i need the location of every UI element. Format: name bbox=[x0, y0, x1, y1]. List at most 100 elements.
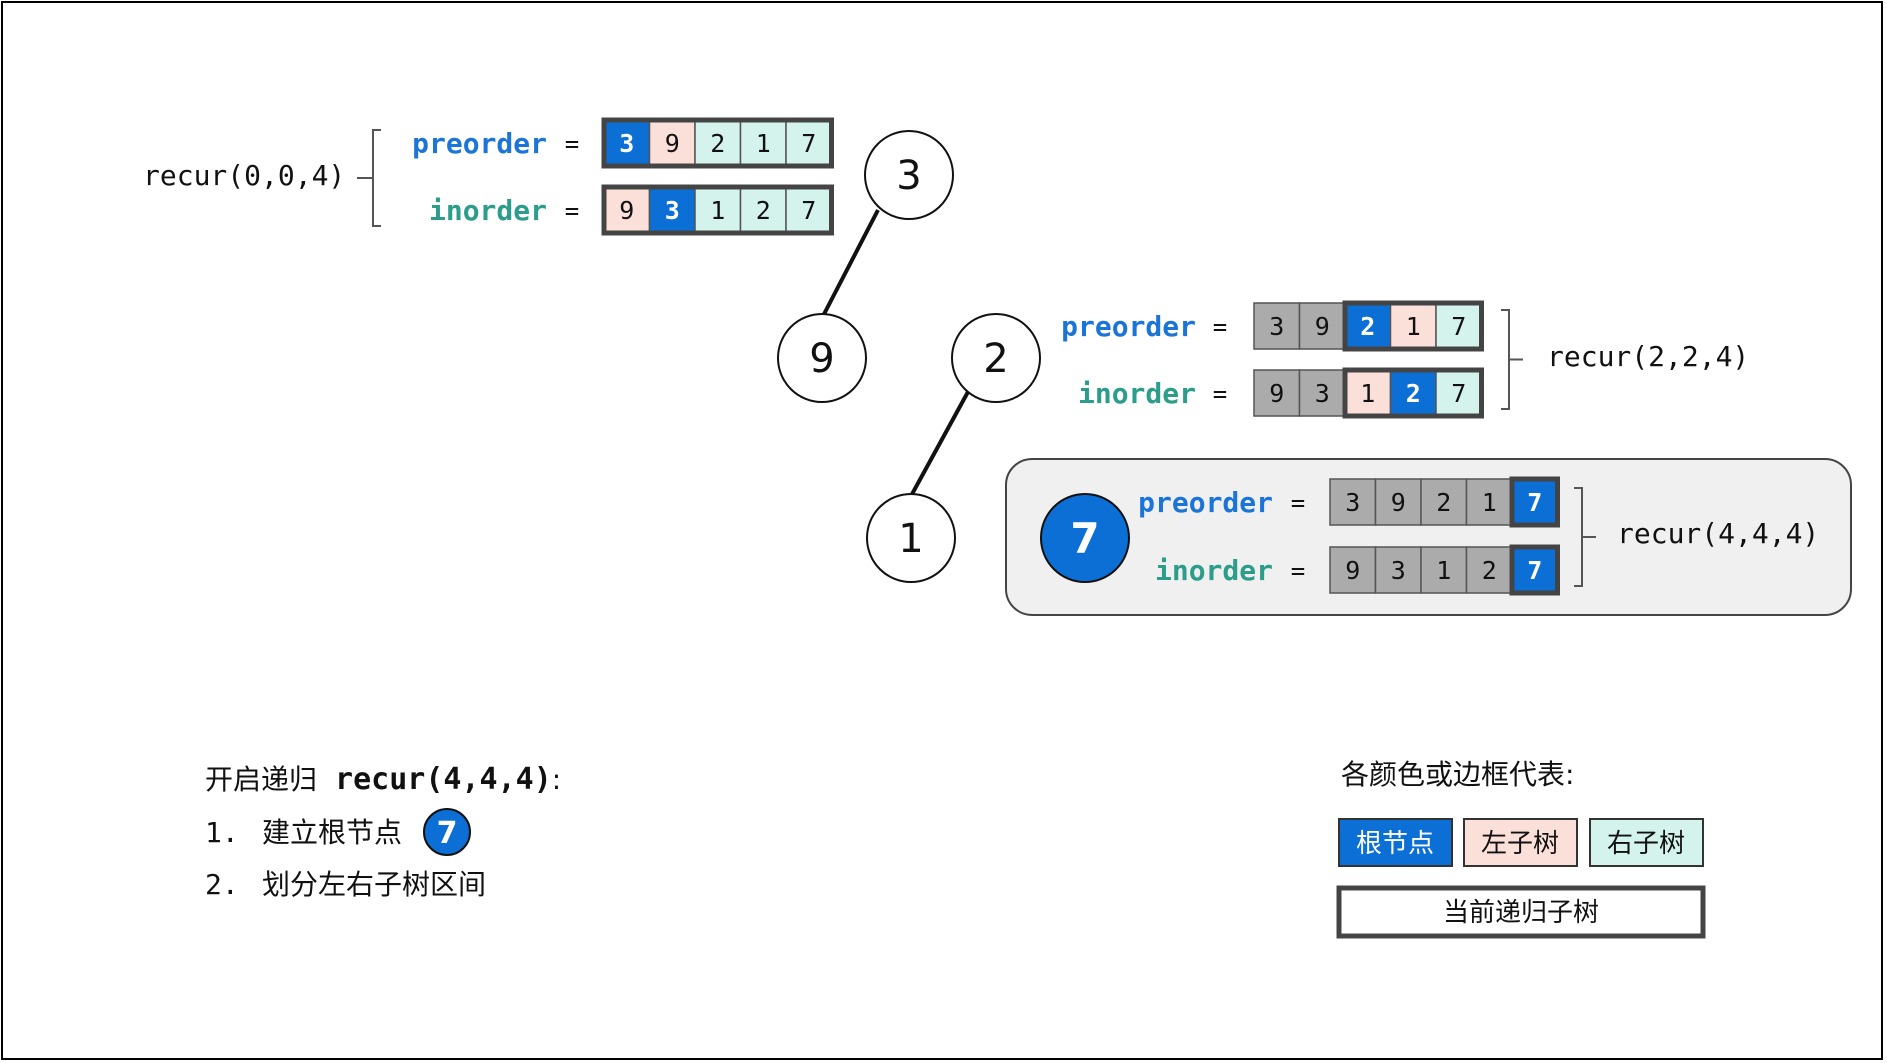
steps-title-suffix: : bbox=[552, 763, 561, 796]
equals-sign: = bbox=[565, 197, 579, 225]
recur-call-label: recur(0,0,4) bbox=[143, 159, 345, 192]
preorder-cell-value: 3 bbox=[1269, 312, 1284, 341]
legend-left-swatch bbox=[1463, 818, 1578, 867]
current-subtree-border bbox=[1342, 300, 1484, 352]
inorder-cell-value: 7 bbox=[801, 196, 816, 225]
call-bracket bbox=[372, 129, 381, 227]
equals-sign: = bbox=[1213, 380, 1227, 408]
tree-node-label: 1 bbox=[898, 516, 923, 562]
equals-sign: = bbox=[1291, 489, 1305, 517]
tree-node-3: 3 bbox=[864, 130, 954, 220]
current-subtree-border bbox=[601, 184, 834, 236]
tree-node-7: 7 bbox=[1040, 493, 1130, 583]
inorder-cell-value: 9 bbox=[1269, 379, 1284, 408]
step-1-text: 建立根节点 bbox=[262, 816, 402, 849]
inorder-cell bbox=[1374, 546, 1422, 594]
call-bracket bbox=[1501, 309, 1510, 410]
inorder-label: inorder bbox=[429, 194, 547, 227]
legend-root-swatch bbox=[1338, 818, 1453, 867]
preorder-cell-value: 3 bbox=[1345, 488, 1360, 517]
legend-right-label: 右子树 bbox=[1607, 829, 1685, 859]
tree-edge-3-9 bbox=[820, 209, 880, 319]
inorder-cell-value: 3 bbox=[1315, 379, 1330, 408]
tree-node-label: 2 bbox=[983, 336, 1008, 382]
preorder-cell-value: 1 bbox=[756, 129, 771, 158]
preorder-cell-value: 9 bbox=[665, 129, 680, 158]
preorder-cell bbox=[1298, 302, 1346, 350]
inorder-cell bbox=[1420, 546, 1468, 594]
preorder-cell-value: 1 bbox=[1482, 488, 1497, 517]
inorder-cell bbox=[1253, 369, 1301, 417]
tree-edge-2-1 bbox=[909, 389, 971, 497]
step-1-node-badge bbox=[423, 808, 471, 856]
preorder-label: preorder bbox=[1138, 486, 1273, 519]
legend-title: 各颜色或边框代表: bbox=[1341, 758, 1574, 791]
tree-node-label: 7 bbox=[1070, 514, 1099, 563]
steps-block: 开启递归 recur(4,4,4): 1. 建立根节点 7 2. 划分左右子树区间 bbox=[205, 762, 561, 901]
inorder-cell-value: 7 bbox=[1451, 379, 1466, 408]
inorder-row: inorder = 9 3 1 2 7 bbox=[429, 184, 834, 236]
preorder-label: preorder bbox=[1061, 310, 1196, 343]
preorder-cell-value: 7 bbox=[1527, 488, 1542, 517]
tree-node-9: 9 bbox=[777, 313, 867, 403]
inorder-cell-value: 9 bbox=[1345, 556, 1360, 585]
tree-node-label: 3 bbox=[896, 153, 921, 199]
steps-title-prefix: 开启递归 bbox=[205, 763, 317, 796]
steps-title-call: recur(4,4,4) bbox=[335, 762, 552, 797]
inorder-label: inorder bbox=[1078, 377, 1196, 410]
preorder-cell-value: 7 bbox=[1451, 312, 1466, 341]
inorder-cell-value: 1 bbox=[710, 196, 725, 225]
step-2-number: 2. bbox=[205, 868, 239, 901]
step-1-number: 1. bbox=[205, 816, 239, 849]
step-2-text: 划分左右子树区间 bbox=[262, 868, 486, 901]
legend-left-label: 左子树 bbox=[1481, 829, 1559, 859]
preorder-cell-value: 2 bbox=[710, 129, 725, 158]
preorder-cell-value: 9 bbox=[1315, 312, 1330, 341]
preorder-cell bbox=[1511, 478, 1559, 526]
current-subtree-border bbox=[1342, 367, 1484, 419]
inorder-cell bbox=[648, 186, 696, 234]
preorder-cell bbox=[1253, 302, 1301, 350]
inorder-cell-value: 1 bbox=[1436, 556, 1451, 585]
inorder-cell-value: 2 bbox=[756, 196, 771, 225]
preorder-cell-value: 1 bbox=[1406, 312, 1421, 341]
preorder-cell-value: 2 bbox=[1360, 312, 1375, 341]
step-1-node-label: 7 bbox=[437, 816, 458, 851]
preorder-cell bbox=[1374, 478, 1422, 526]
equals-sign: = bbox=[1213, 313, 1227, 341]
inorder-cell-value: 7 bbox=[1527, 556, 1542, 585]
tree-node-label: 9 bbox=[809, 336, 834, 382]
inorder-cell-value: 9 bbox=[619, 196, 634, 225]
preorder-cell bbox=[648, 119, 696, 167]
current-subtree-border bbox=[1509, 544, 1560, 596]
preorder-label: preorder bbox=[412, 127, 547, 160]
equals-sign: = bbox=[1291, 557, 1305, 585]
inorder-cell-value: 2 bbox=[1482, 556, 1497, 585]
inorder-cell-value: 3 bbox=[665, 196, 680, 225]
legend-current-swatch bbox=[1336, 885, 1706, 939]
preorder-cell-value: 7 bbox=[801, 129, 816, 158]
legend-current-label: 当前递归子树 bbox=[1443, 898, 1599, 928]
current-call-panel bbox=[1005, 458, 1852, 616]
inorder-cell bbox=[1465, 546, 1513, 594]
legend-root-label: 根节点 bbox=[1356, 829, 1434, 859]
inorder-label: inorder bbox=[1155, 554, 1273, 587]
inorder-cell bbox=[694, 186, 742, 234]
current-subtree-border bbox=[1509, 476, 1560, 528]
equals-sign: = bbox=[565, 130, 579, 158]
legend-right-swatch bbox=[1589, 818, 1704, 867]
inorder-cell-value: 1 bbox=[1360, 379, 1375, 408]
legend: 各颜色或边框代表: 根节点 左子树 右子树 当前递归子树 bbox=[1336, 758, 1706, 939]
preorder-row: preorder = 3 9 2 1 7 bbox=[1061, 300, 1484, 352]
